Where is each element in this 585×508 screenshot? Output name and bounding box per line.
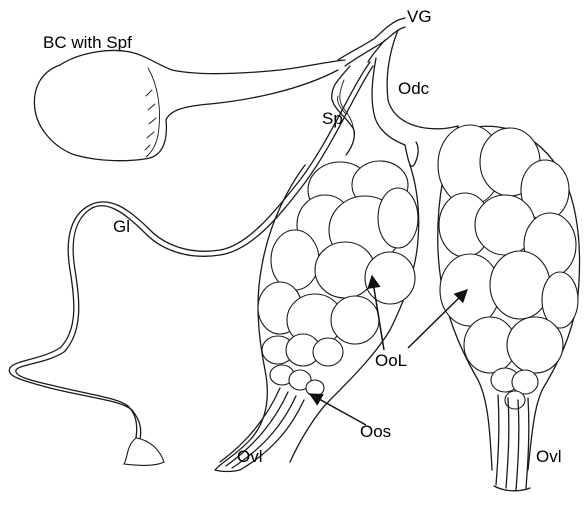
label-ool: OoL [375,352,407,369]
label-ovl-right: Ovl [536,448,562,465]
label-odc: Odc [398,80,429,97]
vagina-duct [338,18,405,66]
label-ovl-left: Ovl [237,448,263,465]
label-vg: VG [407,8,432,25]
label-bc-with-spf: BC with Spf [43,34,132,51]
label-oos: Oos [360,423,391,440]
label-gl: Gl [113,218,130,235]
bursa-copulatrix [34,51,345,161]
label-sp: Sp [322,110,343,127]
oos-arrow [310,394,366,425]
right-ovary [438,125,580,491]
